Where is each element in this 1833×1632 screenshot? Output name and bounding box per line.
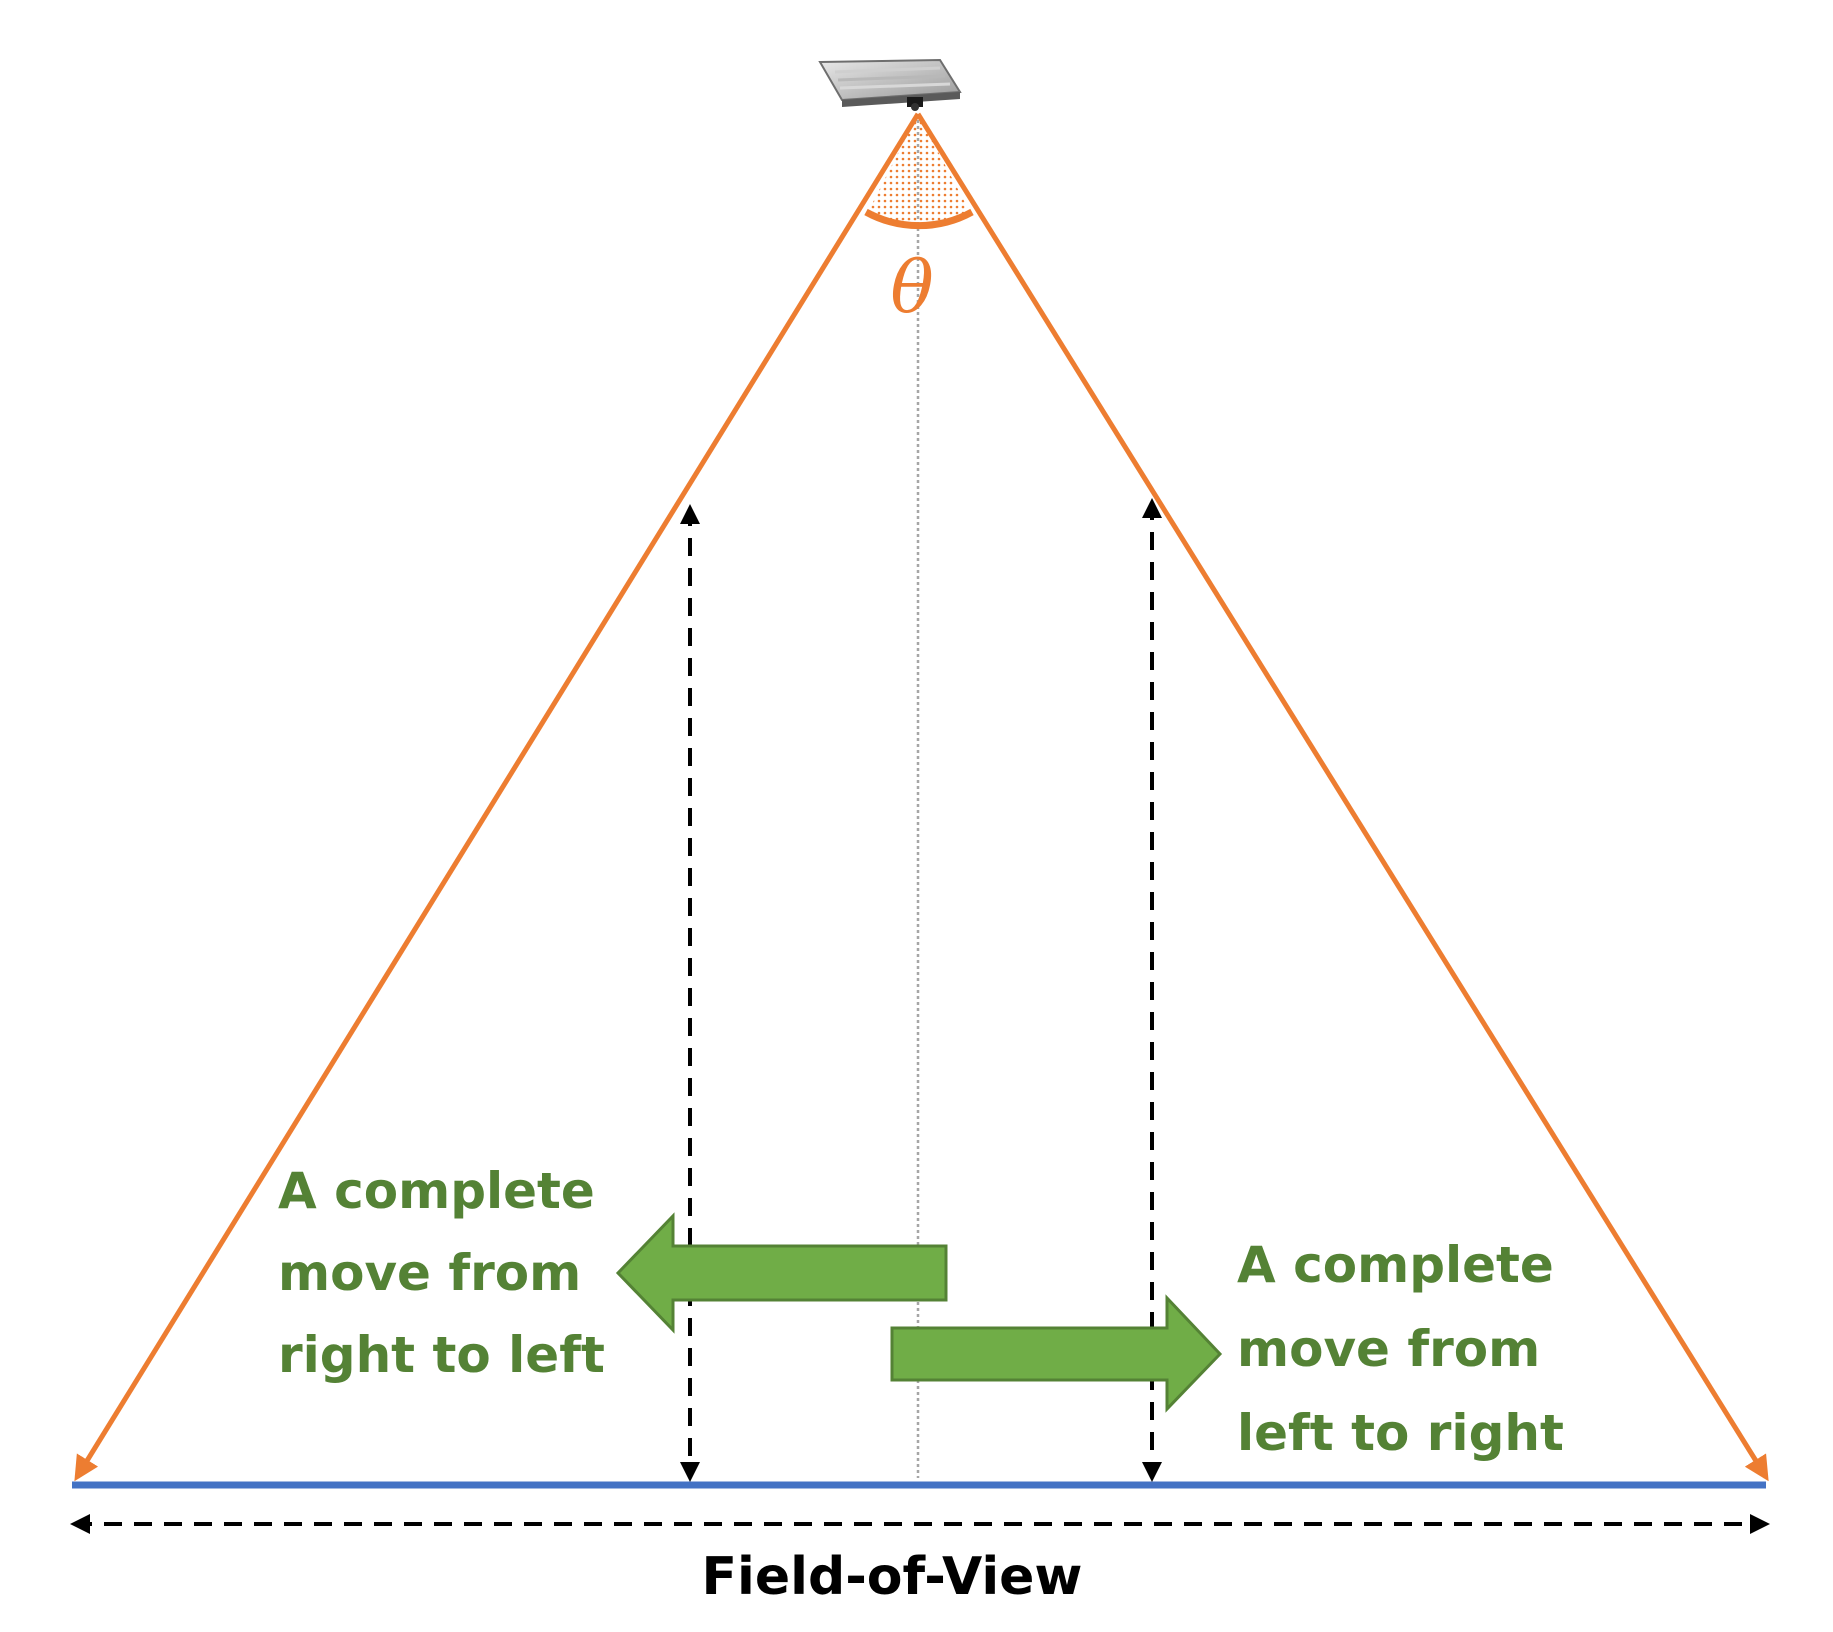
angle-sector bbox=[868, 114, 970, 225]
left-motion-label-line-1: A complete bbox=[278, 1162, 595, 1220]
right-motion-label-line-3: left to right bbox=[1237, 1404, 1564, 1462]
ceiling-sensor-icon bbox=[818, 58, 962, 111]
left-motion-label-line-2: move from bbox=[278, 1244, 581, 1302]
fov-label: Field-of-View bbox=[702, 1547, 1083, 1607]
left-motion-arrow bbox=[615, 1212, 948, 1334]
fov-left-edge bbox=[74, 112, 921, 1482]
right-motion-label-line-2: move from bbox=[1237, 1320, 1540, 1378]
angle-label: θ bbox=[890, 245, 933, 329]
right-motion-label-line-1: A complete bbox=[1237, 1236, 1554, 1294]
left-motion-label-line-3: right to left bbox=[278, 1326, 605, 1384]
right-motion-label: A complete move from left to right bbox=[1237, 1236, 1564, 1462]
left-motion-label: A complete move from right to left bbox=[278, 1162, 605, 1384]
fov-right-edge bbox=[915, 112, 1769, 1482]
right-motion-arrow bbox=[890, 1294, 1223, 1413]
angle-arc bbox=[864, 208, 974, 230]
